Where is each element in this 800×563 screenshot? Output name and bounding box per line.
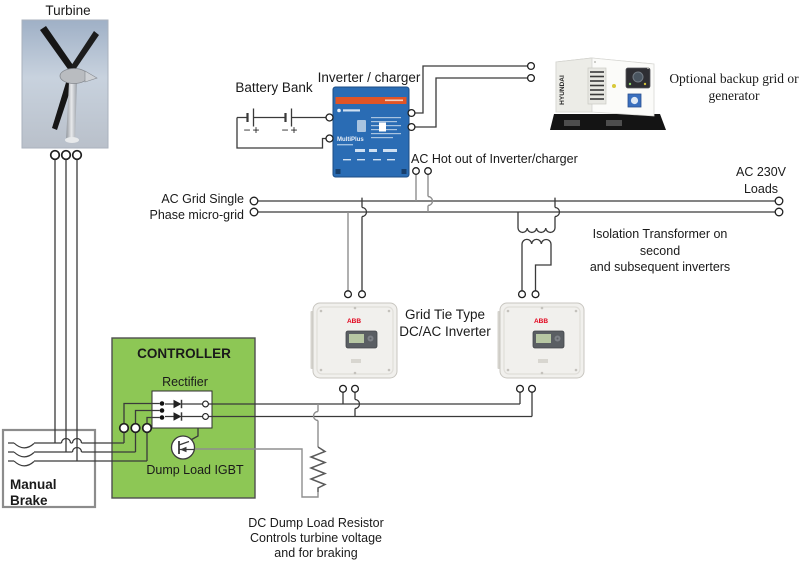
manual-brake-line1: Manual — [10, 477, 57, 492]
dump-resistor-line2: Controls turbine voltage — [249, 531, 383, 545]
controller-title: CONTROLLER — [137, 346, 231, 361]
battery-wires — [236, 108, 326, 149]
brake-phase-rows — [8, 432, 148, 467]
inverter1-ac-risers — [361, 197, 368, 291]
grid-tie-inverter-2: ABB — [497, 302, 585, 379]
dump-load-resistor-symbol — [308, 446, 328, 492]
grid-tie-line1: Grid Tie Type — [404, 307, 486, 322]
inverter1-dc-terminals — [338, 384, 360, 393]
ac-loads-label: AC 230V Loads — [728, 164, 794, 197]
controller-input-terminals — [118, 422, 153, 434]
battery-plus-1: + — [252, 123, 260, 137]
turbine-label: Turbine — [45, 3, 91, 18]
generator-wires — [414, 65, 528, 128]
turbine-terminals — [49, 149, 83, 161]
controller-box — [111, 337, 256, 499]
turbine-image — [21, 19, 109, 149]
dump-load-igbt-label: Dump Load IGBT — [146, 463, 244, 477]
dump-load-wires — [194, 404, 319, 498]
generator-terminals — [526, 61, 536, 83]
manual-brake-label: Manual Brake — [10, 477, 90, 509]
ac-hot-label: AC Hot out of Inverter/charger — [411, 152, 578, 166]
isolation-line1: Isolation Transformer on second — [592, 227, 728, 258]
grid-tie-label: Grid Tie Type DC/AC Inverter — [396, 306, 494, 340]
battery-minus-1: − — [243, 123, 251, 137]
manual-brake-line2: Brake — [10, 493, 48, 508]
battery-terminals-circles — [325, 113, 334, 143]
ac-grid-label: AC Grid Single Phase micro-grid — [140, 192, 244, 223]
optional-backup-label: Optional backup grid or generator — [664, 70, 800, 104]
abb-logo-2: ABB — [534, 318, 548, 325]
optional-backup-line2: generator — [708, 88, 760, 103]
optional-backup-line1: Optional backup grid or — [669, 71, 799, 86]
igbt-symbol — [170, 435, 196, 460]
ac-grid-line2: Phase micro-grid — [149, 207, 244, 222]
generator-image: HYUNDAI — [550, 57, 666, 130]
ac-hot-drop-wires — [415, 174, 434, 212]
dump-resistor-line3: and for braking — [274, 546, 358, 560]
dc-bus-wires — [208, 392, 533, 418]
dump-resistor-line1: DC Dump Load Resistor — [248, 516, 384, 530]
isolation-transformer-symbol — [517, 197, 561, 291]
grid-tie-line2: DC/AC Inverter — [399, 324, 491, 339]
rectifier-label: Rectifier — [162, 375, 208, 389]
victron-brand-text: MultiPlus — [337, 137, 364, 143]
generator-brand-text: HYUNDAI — [559, 75, 566, 105]
dump-resistor-caption: DC Dump Load Resistor Controls turbine v… — [230, 516, 402, 561]
ac-hot-terminals — [412, 167, 432, 175]
ac-loads-line2: Loads — [743, 181, 779, 196]
inverter2-dc-terminals — [515, 384, 537, 393]
inverter-charger-label: Inverter / charger — [317, 70, 421, 85]
battery-plus-2: + — [290, 123, 298, 137]
isolation-line2: and subsequent inverters — [589, 260, 731, 274]
inverter-charger-device: MultiPlus — [332, 86, 410, 178]
turbine-phase-wires — [54, 159, 78, 461]
battery-minus-2: − — [281, 123, 289, 137]
ac-grid-line1: AC Grid Single — [161, 192, 244, 206]
ac-bus-wires — [258, 200, 776, 213]
grid-tie-inverter-1: ABB — [310, 302, 398, 379]
rectifier-diodes — [159, 399, 209, 421]
abb-logo-1: ABB — [347, 318, 361, 325]
inverter1-ac-terminals — [343, 290, 367, 299]
isolation-transformer-label: Isolation Transformer on second and subs… — [572, 226, 748, 276]
controller-input-risers — [123, 402, 160, 424]
battery-bank-label: Battery Bank — [235, 80, 313, 95]
inverter-charger-output-terminals — [407, 108, 416, 132]
inverter2-ac-terminals — [517, 290, 540, 299]
ac-bus-end-terminals — [249, 196, 784, 217]
ac-loads-line1: AC 230V — [735, 165, 787, 179]
